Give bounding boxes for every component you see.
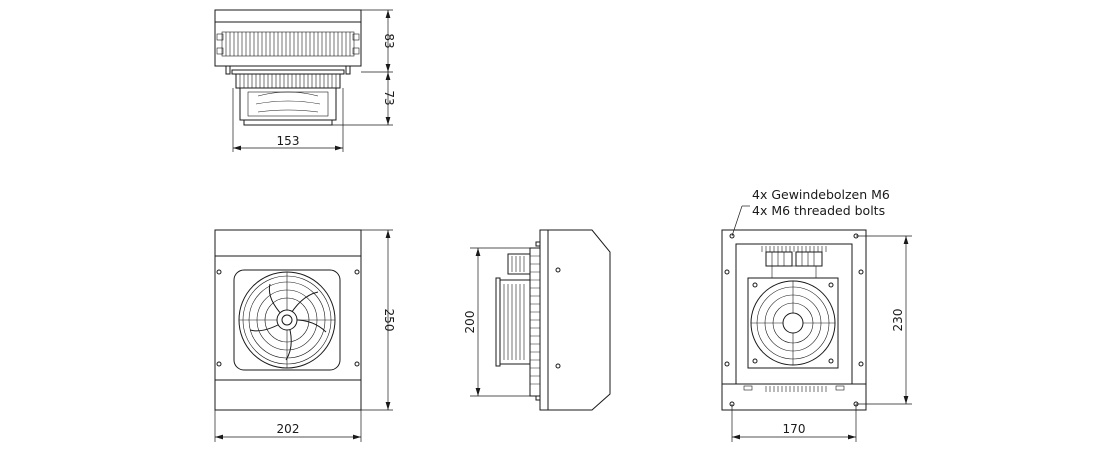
dim-fan-width: 153 [277, 134, 300, 148]
side-view-dimensions: 200 [463, 247, 530, 397]
bolt-note-en: 4x M6 threaded bolts [752, 203, 885, 218]
front-view [214, 229, 362, 411]
top-view-dimensions: 83 73 153 [232, 9, 396, 152]
top-view [214, 9, 362, 126]
front-view-dimensions: 250 202 [214, 229, 396, 442]
front-fan [233, 269, 341, 371]
dim-fan-height: 73 [382, 90, 396, 105]
side-view [495, 229, 611, 411]
dim-back-height: 230 [891, 309, 905, 332]
top-heatsink-fins [225, 32, 351, 56]
dim-side-height: 200 [463, 311, 477, 334]
dim-front-width: 202 [277, 422, 300, 436]
bolt-note-de: 4x Gewindebolzen M6 [752, 187, 890, 202]
dim-front-height: 250 [382, 309, 396, 332]
back-view-dimensions: 230 170 4x Gewindebolzen M6 4x M6 thread… [731, 187, 912, 442]
dim-back-width: 170 [783, 422, 806, 436]
back-view [721, 229, 867, 411]
dim-top-height: 83 [382, 33, 396, 48]
